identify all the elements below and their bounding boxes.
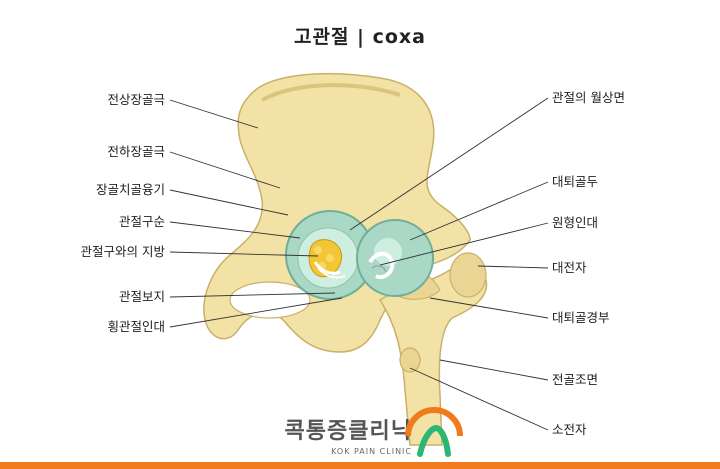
label-acetabular-labrum: 관절구순 [118,214,165,229]
label-anterior-inferior-iliac-spine: 전하장골극 [107,144,165,159]
label-greater-trochanter: 대전자 [552,260,587,275]
label-tuberosity: 전골조면 [552,372,599,387]
femur-shaft [378,263,488,446]
label-femoral-neck: 대퇴골경부 [552,310,610,325]
label-iliopubic-eminence: 장골치골융기 [95,182,165,197]
label-anterior-superior-iliac-spine: 전상장골극 [107,92,165,107]
clinic-subtitle: KOK PAIN CLINIC [331,447,412,456]
obturator-foramen [229,281,311,319]
label-acetabular-fat: 관절구와의 지방 [80,244,165,259]
label-round-ligament: 원형인대 [552,215,599,230]
bottom-accent-bar [0,462,720,469]
leader-lines-right [349,97,549,431]
label-lunate-surface: 관절의 월상면 [552,90,625,105]
label-femoral-head: 대퇴골두 [552,174,599,189]
greater-trochanter [449,252,487,298]
label-transverse-ligament: 횡관절인대 [107,319,165,334]
clinic-brand: 콕통증클리닉 KOK PAIN CLINIC [262,413,412,456]
lesser-trochanter [399,347,421,373]
leader-lines-left [169,99,343,328]
label-joint-capsule: 관절보지 [118,289,165,304]
label-lesser-trochanter: 소전자 [552,422,587,437]
clinic-name: 콕통증클리닉 [284,419,412,444]
clinic-logo-icon [405,407,463,457]
diagram-title: 고관절 | coxa [293,26,426,48]
